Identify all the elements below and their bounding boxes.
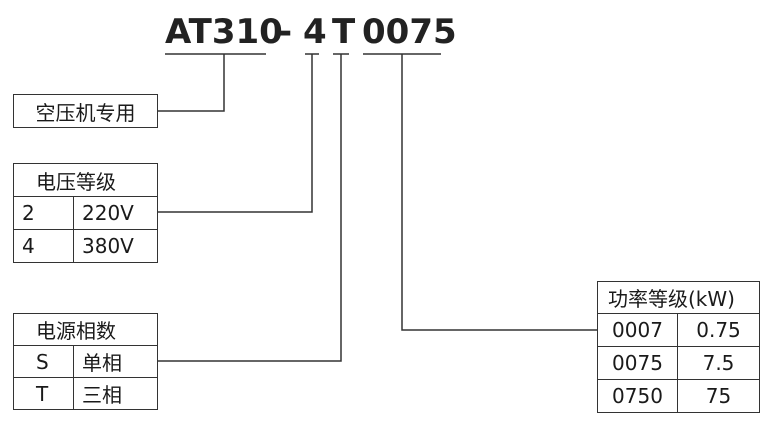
connector-series xyxy=(158,54,225,112)
power-value: 7.5 xyxy=(677,346,760,380)
phase-code: T xyxy=(13,377,74,410)
code-dash: - xyxy=(278,12,293,52)
application-box: 空压机专用 xyxy=(13,94,158,128)
phase-value: 三相 xyxy=(73,377,158,410)
phase-table-header: 电源相数 xyxy=(13,313,158,346)
code-series: AT310 xyxy=(165,12,283,52)
voltage-code: 2 xyxy=(13,196,74,230)
code-voltage: 4 xyxy=(303,12,327,52)
power-code: 0007 xyxy=(597,313,678,347)
connector-power xyxy=(401,54,597,331)
phase-table: 电源相数 S 单相 T 三相 xyxy=(13,313,158,410)
code-phase: T xyxy=(332,12,356,52)
table-row: T 三相 xyxy=(13,377,158,410)
power-table: 功率等级(kW) 0007 0.75 0075 7.5 0750 75 xyxy=(597,281,760,413)
application-label: 空压机专用 xyxy=(35,100,136,125)
voltage-value: 220V xyxy=(73,196,158,230)
table-row: 0007 0.75 xyxy=(597,313,760,347)
power-table-header: 功率等级(kW) xyxy=(597,281,760,314)
table-row: 0075 7.5 xyxy=(597,346,760,380)
voltage-table-header: 电压等级 xyxy=(13,163,158,197)
table-row: S 单相 xyxy=(13,345,158,378)
phase-code: S xyxy=(13,345,74,378)
connector-voltage xyxy=(158,54,313,213)
power-code: 0075 xyxy=(597,346,678,380)
phase-value: 单相 xyxy=(73,345,158,378)
code-power: 0075 xyxy=(362,12,457,52)
connector-phase xyxy=(158,54,342,362)
table-row: 0750 75 xyxy=(597,379,760,413)
power-value: 0.75 xyxy=(677,313,760,347)
table-row: 2 220V xyxy=(13,196,158,230)
voltage-value: 380V xyxy=(73,229,158,263)
power-value: 75 xyxy=(677,379,760,413)
voltage-code: 4 xyxy=(13,229,74,263)
table-row: 4 380V xyxy=(13,229,158,263)
power-code: 0750 xyxy=(597,379,678,413)
voltage-table: 电压等级 2 220V 4 380V xyxy=(13,163,158,263)
